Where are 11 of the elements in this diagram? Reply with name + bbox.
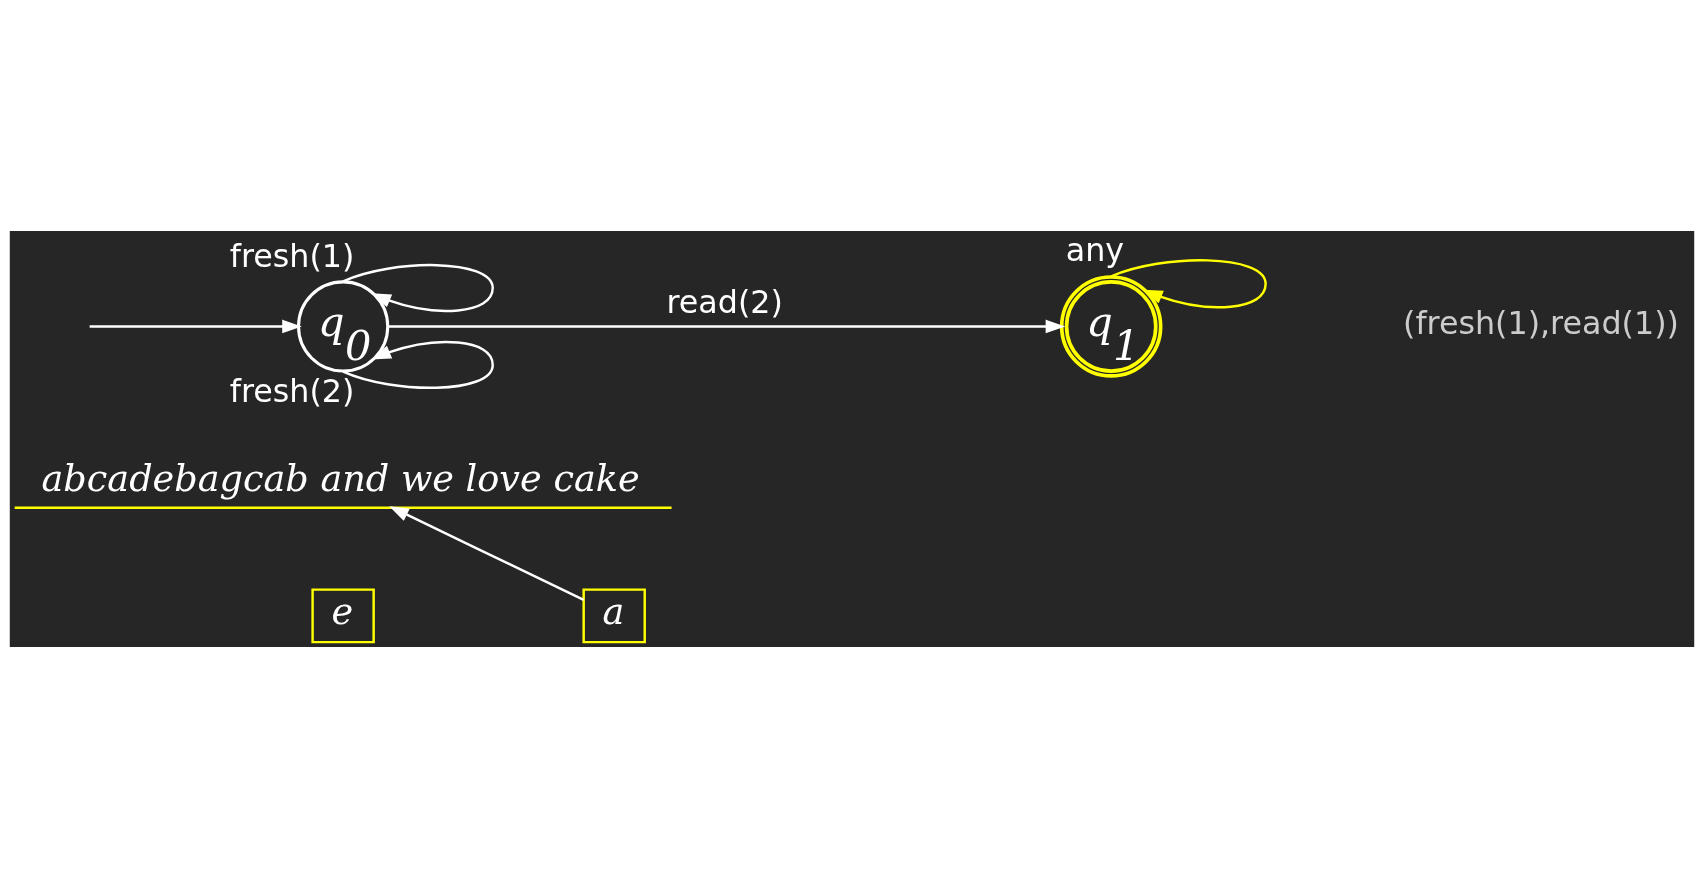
arrow [389,505,585,601]
label: (fresh(1),read(1)) [1403,304,1679,341]
arrow [89,319,302,333]
edge-label: fresh(2) [229,372,355,409]
edge-label: any [1065,231,1125,268]
node-box: e [311,587,375,643]
edge-label: fresh(1) [229,237,355,274]
node-box: a [582,587,646,643]
node-text: abcadebagcab and we love cake [41,456,640,500]
arrow [387,319,1066,333]
edge-label: read(2) [666,283,783,320]
